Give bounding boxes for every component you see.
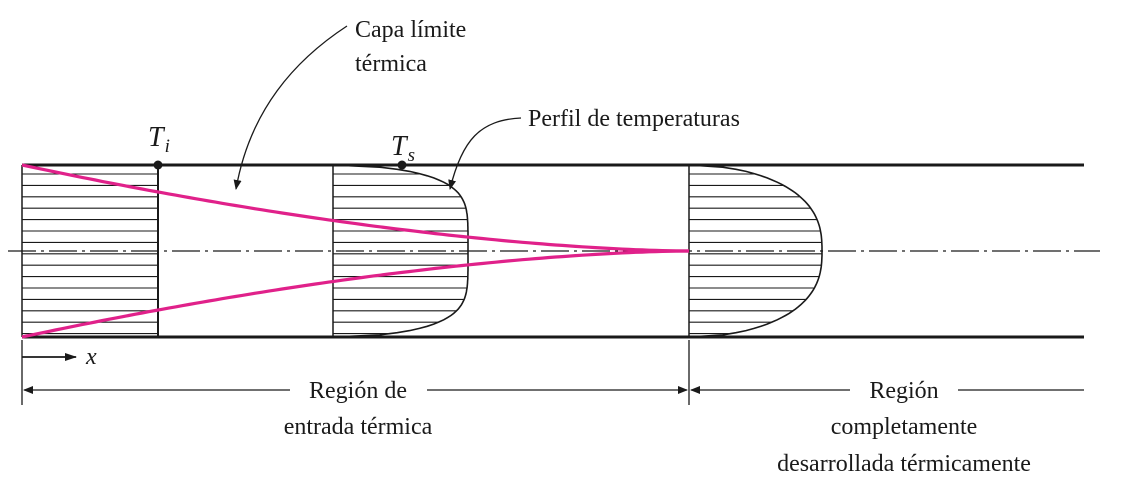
- ti-label: Ti: [148, 122, 170, 157]
- profile-1-hatching: [22, 173, 158, 335]
- profile-3-hatching: [689, 173, 822, 335]
- fully-developed-temperature-profile: [688, 164, 823, 338]
- profile-2-curve: [332, 164, 469, 338]
- capa-limite-leader-arrow: [233, 25, 348, 190]
- entry-region-label-line2: entrada térmica: [284, 414, 433, 440]
- boundary-layer-top-curve: [21, 163, 689, 253]
- developed-region-label-line1: Región: [869, 378, 938, 404]
- ts-dot: [397, 160, 407, 170]
- capa-limite-label-line2: térmica: [355, 51, 427, 77]
- developed-region-label-line2: completamente: [831, 414, 978, 440]
- boundary-layer-bottom-curve: [21, 249, 689, 339]
- entry-region-label-line1: Región de: [309, 378, 407, 404]
- developing-temperature-profile: [332, 164, 469, 338]
- perfil-leader-arrow: [448, 117, 522, 190]
- developed-region-label-line3: desarrollada térmicamente: [777, 451, 1031, 477]
- ti-dot: [153, 160, 163, 170]
- profile-2-hatching: [333, 173, 468, 335]
- profile-3-curve: [688, 164, 823, 338]
- x-label: x: [85, 344, 97, 370]
- perfil-label: Perfil de temperaturas: [528, 106, 740, 132]
- ts-label: Ts: [391, 131, 415, 166]
- capa-limite-label-line1: Capa límite: [355, 17, 466, 43]
